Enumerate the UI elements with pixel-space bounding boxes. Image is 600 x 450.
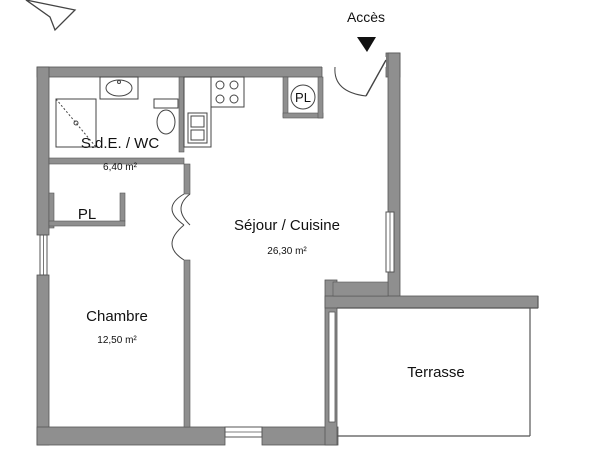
toilet-icon bbox=[153, 98, 179, 135]
sejour-area: 26,30 m² bbox=[267, 246, 307, 257]
terrace-window bbox=[328, 211, 395, 423]
placard-top-name: PL bbox=[295, 90, 311, 105]
north-arrow-icon bbox=[25, 0, 77, 32]
chambre-door bbox=[171, 193, 191, 261]
terrasse-name: Terrasse bbox=[407, 364, 465, 381]
entrance-door bbox=[322, 57, 387, 97]
window-left bbox=[39, 234, 48, 276]
placard-top-marker bbox=[290, 84, 316, 110]
sejour-name: Séjour / Cuisine bbox=[234, 217, 340, 234]
placard-left-name: PL bbox=[78, 206, 96, 223]
cooktop-icon bbox=[215, 80, 239, 104]
kitchen-sink-icon bbox=[187, 112, 208, 144]
terrace-outline bbox=[337, 296, 539, 437]
shower-icon bbox=[55, 98, 97, 148]
sink-icon bbox=[99, 76, 139, 100]
interior-walls bbox=[48, 76, 389, 428]
chambre-area: 12,50 m² bbox=[97, 335, 137, 346]
exterior-walls bbox=[36, 52, 539, 446]
chambre-name: Chambre bbox=[86, 308, 148, 325]
window-bottom bbox=[224, 426, 263, 438]
sde-name: S.d.E. / WC bbox=[81, 135, 160, 152]
sde-area: 6,40 m² bbox=[103, 162, 138, 173]
access-label: Accès bbox=[347, 9, 385, 25]
kitchen-counter bbox=[183, 76, 245, 148]
access-arrow-icon bbox=[357, 37, 376, 52]
